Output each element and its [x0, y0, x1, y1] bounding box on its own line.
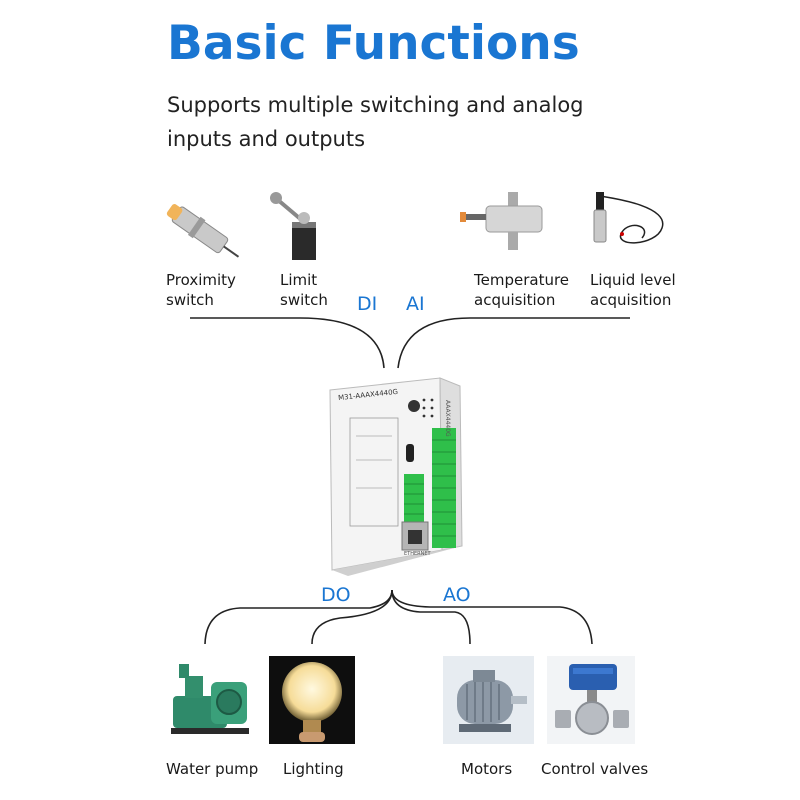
channel-di: DI — [357, 293, 378, 315]
photo-water-pump — [165, 656, 256, 744]
channel-ao: AO — [443, 584, 471, 606]
light-bulb-icon — [282, 662, 342, 742]
label-temperature-text: Temperature acquisition — [474, 271, 570, 309]
label-liquid-level: Liquid level acquisition — [590, 270, 680, 310]
label-limit-switch: Limit switch — [280, 270, 340, 310]
label-limit-switch-text: Limit switch — [280, 271, 328, 309]
io-module-device — [329, 377, 463, 576]
channel-do: DO — [321, 584, 351, 606]
label-proximity-switch-text: Proximity switch — [166, 271, 236, 309]
level-transmitter-icon — [593, 192, 664, 244]
channel-ai: AI — [406, 293, 425, 315]
control-valve-icon — [555, 664, 629, 735]
label-motors: Motors — [461, 760, 513, 778]
photo-lighting — [269, 656, 355, 744]
label-liquid-level-text: Liquid level acquisition — [590, 271, 676, 309]
label-temperature: Temperature acquisition — [474, 270, 574, 310]
label-water-pump: Water pump — [166, 760, 259, 778]
device-side-code: AAAX4440G — [444, 400, 451, 437]
label-lighting: Lighting — [283, 760, 344, 778]
label-proximity-switch: Proximity switch — [166, 270, 256, 310]
photo-control-valves — [547, 656, 635, 744]
label-control-valves: Control valves — [541, 760, 649, 778]
load-cell-icon — [460, 192, 543, 250]
device-port-label: ETHERNET — [404, 551, 431, 557]
limit-switch-icon — [270, 192, 316, 260]
page-title: Basic Functions — [167, 16, 580, 71]
photo-motors — [443, 656, 534, 744]
page-subtitle: Supports multiple switching and analog i… — [167, 93, 584, 151]
water-pump-icon — [171, 664, 249, 734]
motor-icon — [457, 670, 527, 732]
proximity-sensor-icon — [166, 204, 240, 258]
